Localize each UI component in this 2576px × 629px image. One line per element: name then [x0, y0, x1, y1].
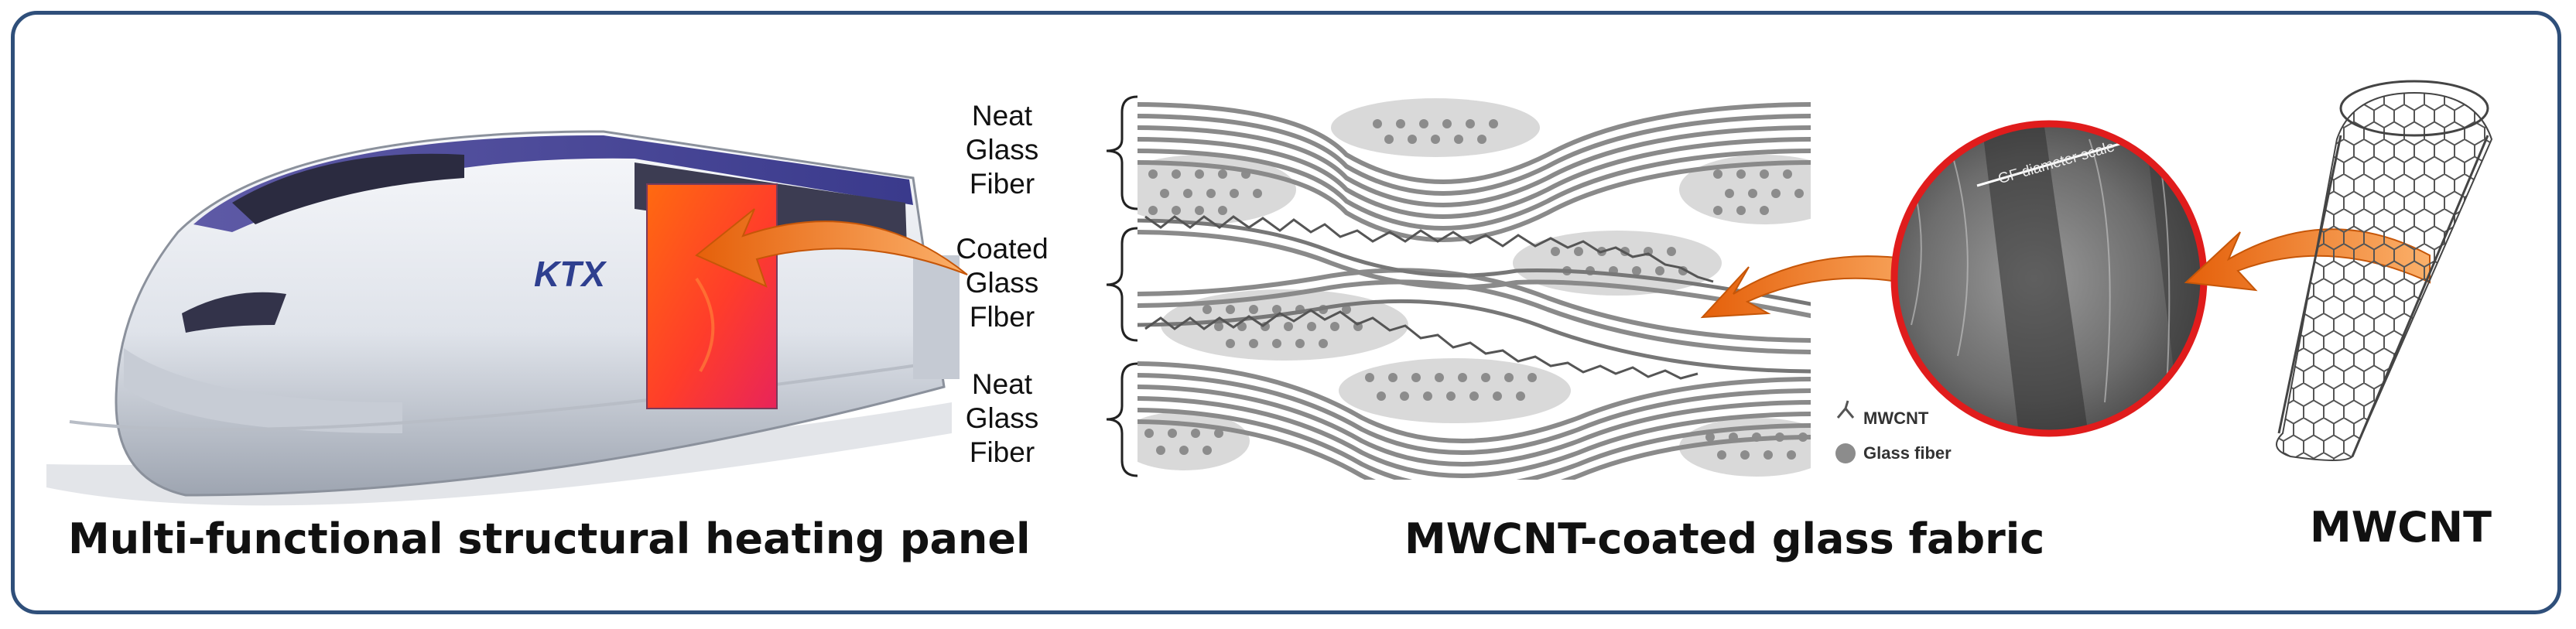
label-line: Fiber — [969, 168, 1035, 200]
heating-panel-thermal-image — [646, 183, 778, 409]
label-line: Glass — [965, 134, 1039, 166]
arrow-to-fabric — [1700, 255, 1951, 319]
label-coated-glass-fiber: Coated Glass Flber — [952, 232, 1052, 334]
label-line: Fiber — [969, 436, 1035, 468]
mwcnt-legend-icon — [1836, 400, 1855, 419]
label-line: Glass — [965, 267, 1039, 299]
legend-mwcnt: MWCNT — [1863, 409, 1929, 428]
train-illustration: KTX — [46, 130, 960, 506]
caption-heating-panel: Multi-functional structural heating pane… — [68, 514, 1031, 563]
label-line: Flber — [969, 301, 1035, 333]
train-logo: KTX — [534, 254, 607, 294]
label-line: Glass — [965, 402, 1039, 434]
mwcnt-nanotube-illustration — [2276, 80, 2493, 461]
label-neat-glass-fiber-bottom: Neat Glass Fiber — [952, 367, 1052, 470]
label-line: Neat — [971, 100, 1033, 132]
arrow-to-panel — [695, 208, 968, 288]
legend-glass-fiber: Glass fiber — [1863, 443, 1952, 463]
label-neat-glass-fiber-top: Neat Glass Fiber — [952, 99, 1052, 201]
glass-fiber-legend-icon — [1835, 443, 1856, 463]
label-line: Neat — [971, 368, 1033, 400]
woven-fabric-diagram — [1106, 95, 1811, 480]
label-line: Coated — [956, 233, 1049, 265]
caption-coated-fabric: MWCNT-coated glass fabric — [1404, 514, 2045, 563]
caption-mwcnt: MWCNT — [2310, 503, 2492, 552]
